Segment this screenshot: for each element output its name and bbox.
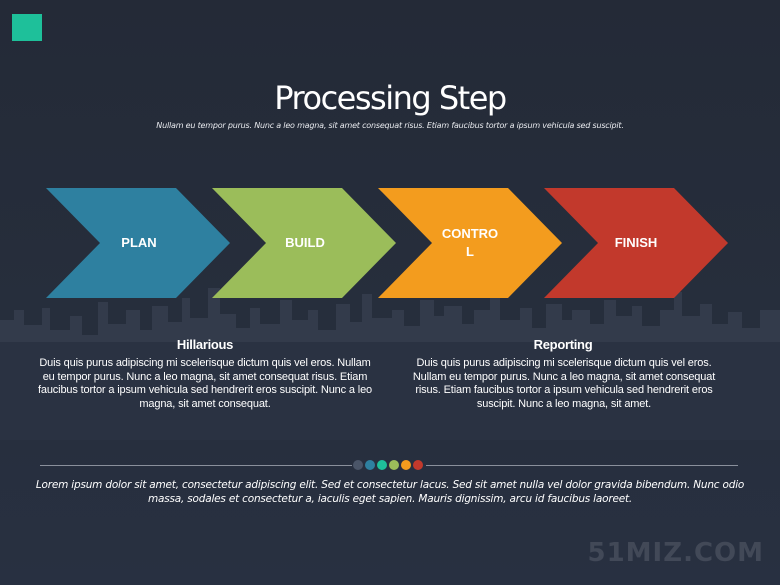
chevron-plan bbox=[46, 188, 230, 298]
column-heading-hillarious: Hillarious bbox=[176, 337, 234, 352]
column-heading-reporting: Reporting bbox=[533, 337, 593, 352]
column-text-reporting: Duis quis purus adipiscing mi scelerisqu… bbox=[412, 357, 716, 410]
chevron-control bbox=[378, 188, 562, 298]
dot bbox=[377, 460, 387, 470]
accent-square bbox=[12, 14, 42, 41]
divider-line-left bbox=[40, 465, 352, 466]
step-label-control: CONTROL bbox=[441, 226, 499, 259]
watermark: 51MIZ.COM bbox=[587, 538, 764, 568]
dot bbox=[401, 460, 411, 470]
page-subtitle: Nullam eu tempor purus. Nunc a leo magna… bbox=[156, 121, 624, 130]
footer-text: Lorem ipsum dolor sit amet, consectetur … bbox=[35, 479, 745, 505]
step-label-plan: PLAN bbox=[121, 235, 157, 250]
step-label-finish: FINISH bbox=[614, 235, 658, 250]
dot bbox=[413, 460, 423, 470]
divider-line-right bbox=[426, 465, 738, 466]
chevron-build bbox=[212, 188, 396, 298]
page-title: Processing Step bbox=[274, 79, 507, 117]
divider-dots bbox=[353, 460, 423, 470]
column-text-hillarious: Duis quis purus adipiscing mi scelerisqu… bbox=[37, 357, 373, 410]
chevron-finish bbox=[544, 188, 728, 298]
dot bbox=[353, 460, 363, 470]
step-label-build: BUILD bbox=[285, 235, 325, 250]
dot bbox=[365, 460, 375, 470]
dot bbox=[389, 460, 399, 470]
skyline-silhouette bbox=[0, 288, 780, 440]
